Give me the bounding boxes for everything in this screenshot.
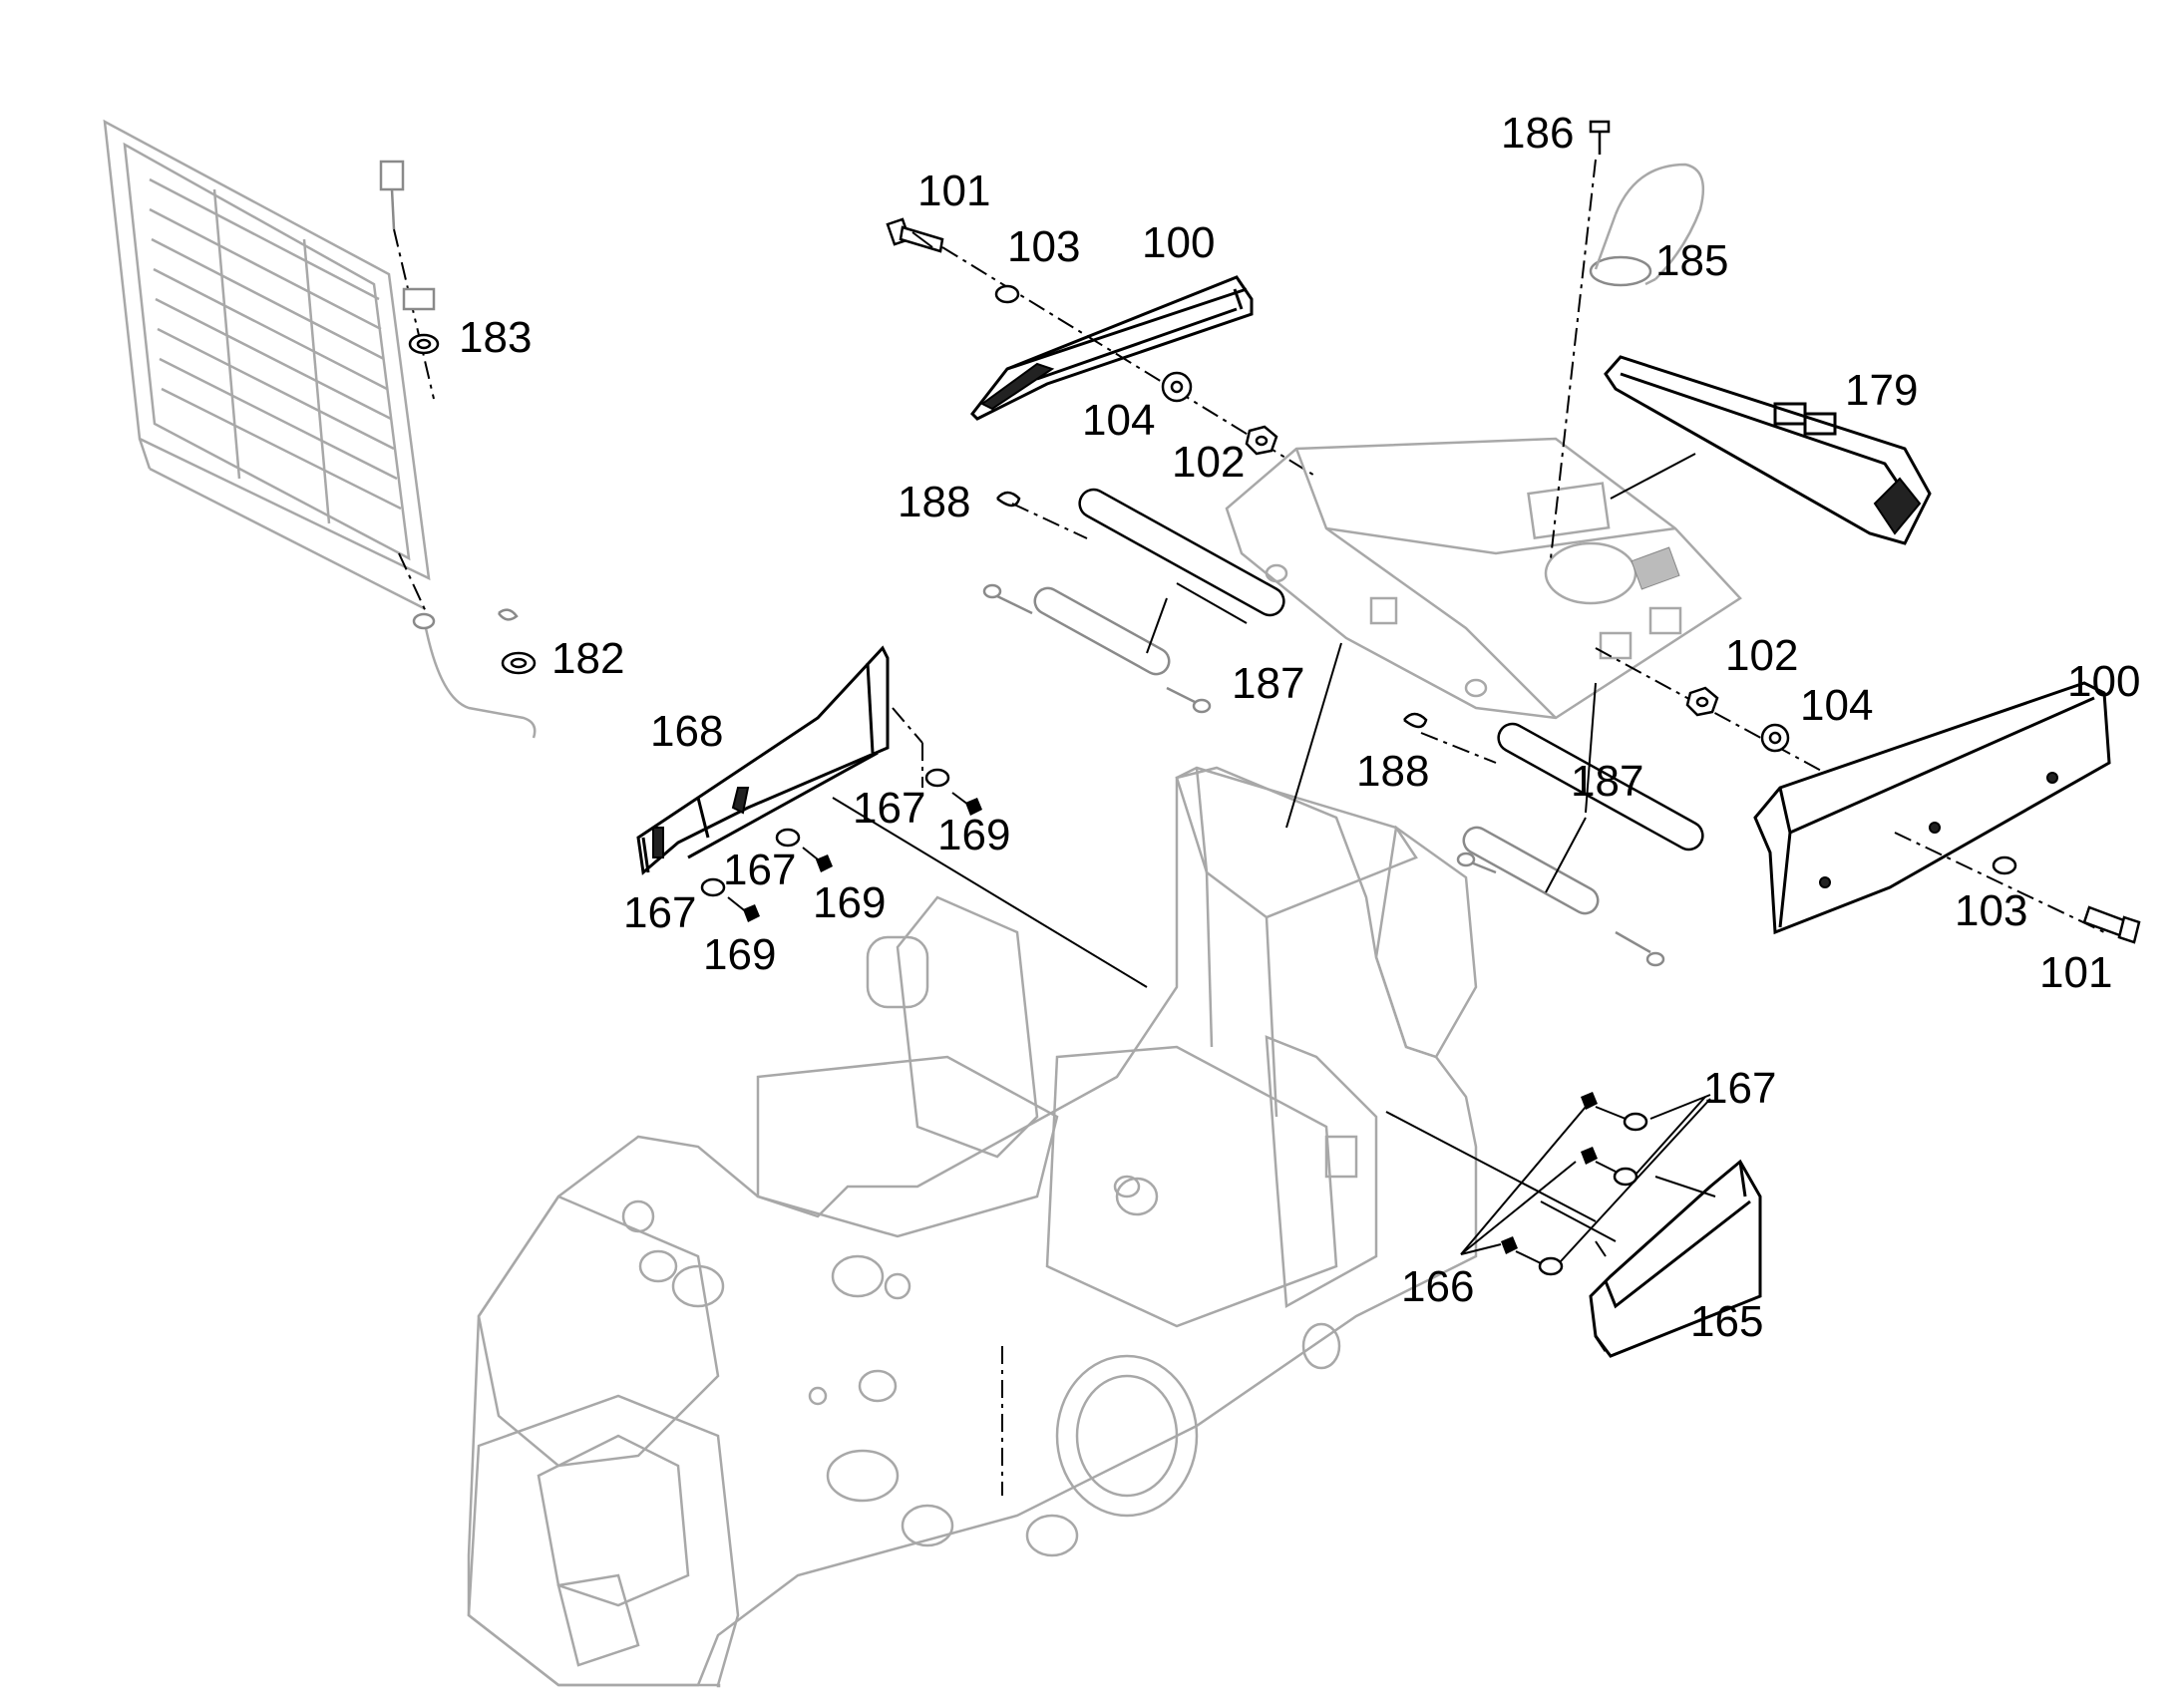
screw-169-c <box>700 877 760 922</box>
leader-187-left-b <box>1146 597 1168 654</box>
callout-183: 183 <box>459 313 532 362</box>
callout-100-right: 100 <box>2067 657 2140 706</box>
washer-103-right <box>1992 855 2017 875</box>
axis-168 <box>892 707 923 744</box>
callout-166: 166 <box>1401 1262 1474 1311</box>
rear-guard-165 <box>1589 1159 1762 1358</box>
callout-101-right: 101 <box>2039 948 2112 997</box>
callout-179: 179 <box>1845 366 1918 415</box>
callout-182: 182 <box>551 634 624 683</box>
callout-169-a: 169 <box>937 811 1010 859</box>
callout-167-right: 167 <box>1703 1064 1776 1113</box>
callout-167-a: 167 <box>853 784 925 833</box>
gas-strut-187-left <box>982 488 1285 714</box>
rod-182 <box>398 552 537 739</box>
leader-167-right-a <box>1649 1094 1711 1120</box>
engine-hood <box>1225 437 1742 720</box>
nut-102-right <box>1685 686 1719 717</box>
callout-187-right: 187 <box>1571 757 1643 806</box>
callout-labels: 101 103 100 104 102 186 185 179 183 182 … <box>459 109 2140 1346</box>
gas-strut-187-right <box>1403 712 1704 967</box>
leader-hood-to-frame <box>1285 642 1342 829</box>
leader-165 <box>1385 1111 1597 1222</box>
callout-103-top: 103 <box>1007 222 1080 271</box>
callout-185: 185 <box>1655 236 1728 285</box>
washer-103-top <box>994 284 1020 304</box>
bolt-186 <box>1550 120 1611 559</box>
callout-103-right: 103 <box>1955 886 2027 935</box>
callout-187-left: 187 <box>1232 659 1304 708</box>
callout-104-right: 104 <box>1800 681 1873 730</box>
side-panel-100-top <box>970 275 1254 421</box>
axis-165-b <box>1540 1200 1617 1242</box>
callout-169-c: 169 <box>703 930 776 979</box>
callout-167-b: 167 <box>723 846 796 894</box>
callout-188-left: 188 <box>898 478 970 526</box>
side-guard-168 <box>636 645 890 875</box>
bolt-101-right <box>2082 905 2141 944</box>
axis-165-c <box>1595 1240 1607 1257</box>
leader-168 <box>832 797 1148 988</box>
axis-right-lower <box>1894 832 2105 933</box>
screw-166-a <box>1581 1092 1648 1132</box>
rear-cover-179 <box>1604 355 1932 545</box>
main-frame <box>467 766 1478 1688</box>
nut-102-top <box>1245 425 1278 456</box>
callout-186: 186 <box>1501 109 1574 158</box>
bolt-183 <box>379 160 440 400</box>
screw-166-b <box>1581 1147 1638 1187</box>
callout-169-b: 169 <box>813 878 886 927</box>
callout-101-top: 101 <box>917 167 990 215</box>
callout-167-c: 167 <box>623 888 696 937</box>
callout-102-right: 102 <box>1725 631 1798 680</box>
screw-169-a <box>924 768 982 816</box>
callout-100-top: 100 <box>1142 218 1215 267</box>
callout-165: 165 <box>1690 1297 1763 1346</box>
callout-168: 168 <box>650 707 723 756</box>
radiator-grille <box>103 119 431 610</box>
leader-187-right <box>1585 682 1597 814</box>
callout-104-top: 104 <box>1082 396 1155 445</box>
axis-165-a <box>1654 1176 1716 1197</box>
leader-179 <box>1610 453 1696 500</box>
leader-166 <box>1460 1106 1587 1255</box>
screw-166-c <box>1501 1236 1564 1276</box>
callout-102-top: 102 <box>1172 438 1245 487</box>
leader-187-right-b <box>1545 817 1587 893</box>
screw-169-b <box>775 828 833 872</box>
side-panel-100-right <box>1753 681 2111 935</box>
axis-right-upper <box>1595 647 1826 774</box>
exhaust-pipe-185 <box>1589 163 1705 287</box>
callout-188-right: 188 <box>1356 747 1429 796</box>
leader-187-left-a <box>1176 582 1248 624</box>
